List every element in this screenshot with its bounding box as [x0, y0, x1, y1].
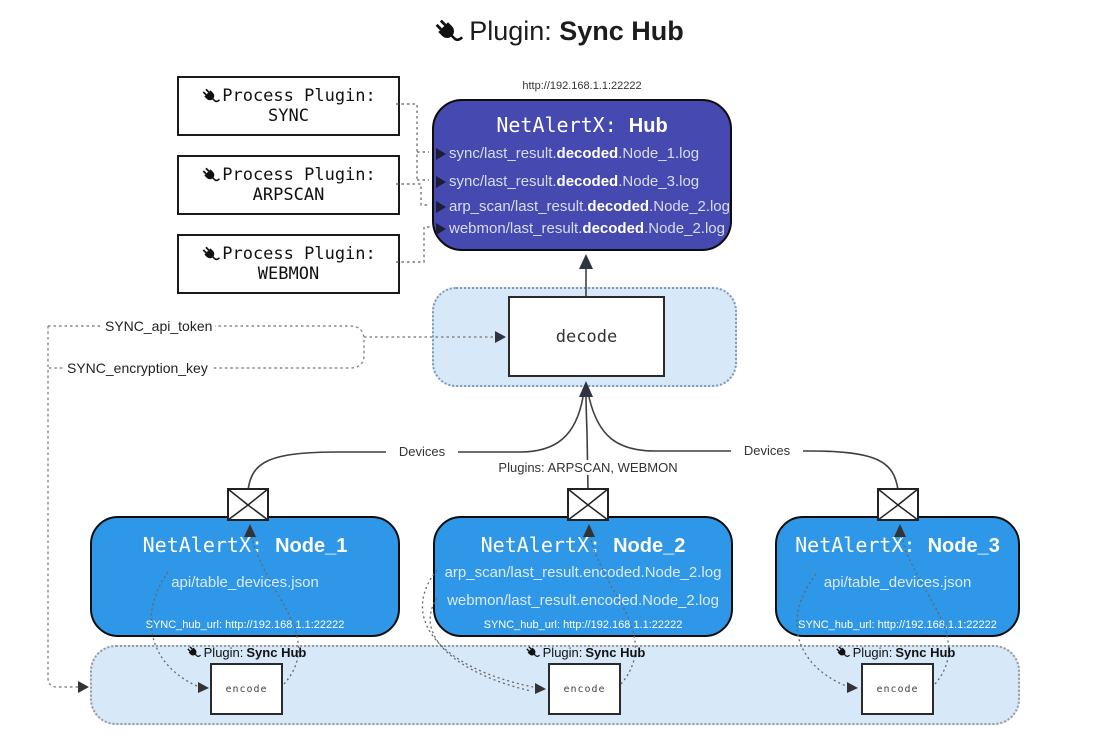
node-title-name: Node_2: [613, 535, 686, 557]
node-hub-url: SYNC_hub_url: http://192.168.1.1:22222: [483, 619, 683, 631]
node-title-prefix: NetAlertX:: [480, 533, 614, 557]
envelope-icon: [567, 488, 609, 521]
hub-title-name: Hub: [628, 115, 668, 137]
hub-log-line: sync/last_result.decoded.Node_3.log: [436, 173, 699, 190]
node-title: NetAlertX: Node_2: [435, 533, 731, 558]
arrow-right-icon: [436, 200, 446, 213]
strip-plugin-name: Sync Hub: [585, 645, 646, 660]
node-title-name: Node_3: [927, 535, 1000, 557]
process-plugin-box-arpscan: Process Plugin: ARPSCAN: [177, 155, 400, 215]
log-text-bold: decoded: [582, 220, 645, 237]
node-title-prefix: NetAlertX:: [142, 533, 276, 557]
hub-title-prefix: NetAlertX:: [496, 113, 629, 137]
node-file: api/table_devices.json: [171, 574, 319, 591]
envelope-icon: [877, 488, 919, 521]
log-text: .Node_1.log: [618, 145, 700, 162]
strip-plugin-prefix: Plugin:: [852, 645, 893, 660]
sync-encryption-key-label: SYNC_encryption_key: [64, 360, 211, 376]
strip-plugin-name: Sync Hub: [246, 645, 307, 660]
process-plugin-name: SYNC: [268, 106, 309, 126]
log-text-bold: decoded: [556, 145, 619, 162]
node-file: api/table_devices.json: [823, 574, 972, 591]
plug-icon: [835, 646, 850, 657]
encode-box: encode: [210, 663, 283, 715]
hub-log-line: webmon/last_result.decoded.Node_2.log: [436, 220, 725, 237]
page-title: Plugin: Sync Hub: [0, 16, 1117, 47]
log-text: arp_scan/last_result.: [449, 198, 588, 215]
node-title-prefix: NetAlertX:: [795, 533, 928, 557]
process-plugin-label: Process Plugin:: [222, 244, 376, 264]
node-title: NetAlertX: Node_3: [777, 533, 1018, 558]
hub-title: NetAlertX: Hub: [434, 113, 730, 138]
title-prefix: Plugin:: [469, 16, 560, 46]
process-plugin-box-webmon: Process Plugin: WEBMON: [177, 234, 400, 294]
process-plugin-label: Process Plugin:: [222, 86, 376, 106]
page-title-text: Plugin: Sync Hub: [469, 16, 684, 47]
process-plugin-name: WEBMON: [257, 264, 320, 284]
plug-icon: [525, 646, 540, 657]
node-hub-url: SYNC_hub_url: http://192.168.1.1:22222: [145, 619, 345, 631]
devices-edge-label-right: Devices: [731, 443, 803, 458]
encode-box: encode: [548, 663, 621, 715]
sync-api-token-label: SYNC_api_token: [102, 318, 216, 334]
plugins-edge-label: Plugins: ARPSCAN, WEBMON: [496, 460, 680, 475]
plug-icon: [202, 167, 221, 181]
process-plugin-label: Process Plugin:: [222, 165, 376, 185]
strip-plugin-prefix: Plugin:: [542, 645, 583, 660]
node-box-node-2: NetAlertX: Node_2 arp_scan/last_result.e…: [433, 516, 733, 637]
node-file: arp_scan/last_result.encoded.Node_2.log: [444, 564, 722, 581]
envelope-icon: [227, 488, 269, 521]
decode-box: decode: [508, 296, 665, 377]
plug-icon: [186, 646, 201, 657]
hub-box: NetAlertX: Hub sync/last_result.decoded.…: [432, 99, 732, 251]
node-box-node-3: NetAlertX: Node_3 api/table_devices.json…: [775, 516, 1020, 637]
log-text: sync/last_result.: [449, 173, 557, 190]
strip-plugin-label: Plugin: Sync Hub: [505, 645, 665, 660]
node-title: NetAlertX: Node_1: [92, 533, 398, 558]
strip-plugin-label: Plugin: Sync Hub: [166, 645, 326, 660]
node-hub-url: SYNC_hub_url: http://192.168.1.1:22222: [798, 619, 997, 631]
arrow-right-icon: [436, 222, 446, 235]
process-plugin-box-sync: Process Plugin: SYNC: [177, 76, 400, 136]
process-plugin-name: ARPSCAN: [252, 185, 325, 205]
encode-box: encode: [861, 663, 934, 715]
hub-url-label: http://192.168.1.1:22222: [522, 80, 642, 92]
log-text-bold: decoded: [587, 198, 650, 215]
devices-edge-label-left: Devices: [386, 444, 458, 459]
strip-plugin-label: Plugin: Sync Hub: [815, 645, 975, 660]
hub-log-line: arp_scan/last_result.decoded.Node_2.log: [436, 198, 730, 215]
log-text: .Node_2.log: [649, 198, 730, 215]
plug-icon: [202, 88, 221, 102]
node-title-name: Node_1: [275, 535, 348, 557]
arrow-right-icon: [436, 147, 446, 160]
plug-icon: [435, 19, 464, 41]
log-text: sync/last_result.: [449, 145, 557, 162]
title-bold: Sync Hub: [559, 16, 684, 46]
hub-log-line: sync/last_result.decoded.Node_1.log: [436, 145, 699, 162]
log-text-bold: decoded: [556, 173, 619, 190]
node-file: webmon/last_result.encoded.Node_2.log: [447, 592, 719, 609]
log-text: .Node_3.log: [618, 173, 700, 190]
node-box-node-1: NetAlertX: Node_1 api/table_devices.json…: [90, 516, 400, 637]
strip-plugin-name: Sync Hub: [895, 645, 956, 660]
log-text: .Node_2.log: [644, 220, 725, 237]
arrow-right-icon: [436, 175, 446, 188]
plug-icon: [202, 246, 221, 260]
log-text: webmon/last_result.: [449, 220, 583, 237]
strip-plugin-prefix: Plugin:: [203, 645, 244, 660]
